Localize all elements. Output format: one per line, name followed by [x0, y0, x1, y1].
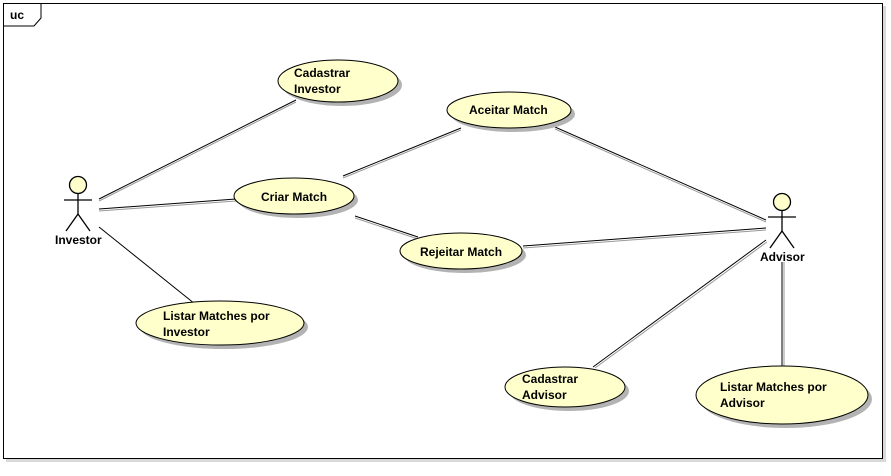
frame-shadow-right [883, 6, 886, 462]
usecase-criar-match[interactable]: Criar Match [233, 177, 358, 218]
assoc-criar-aceitar [342, 127, 462, 177]
actor-advisor-label: Advisor [760, 250, 805, 264]
usecase-label: Rejeitar Match [420, 245, 502, 259]
assoc-criar-rejeitar [354, 215, 419, 238]
associations [98, 99, 785, 369]
actor-investor[interactable] [64, 175, 92, 232]
assoc-investor-criar-match [98, 198, 237, 210]
assoc-aceitar-advisor [554, 126, 767, 221]
actor-advisor-head [772, 192, 792, 212]
frame-shadow-bottom [6, 459, 884, 462]
usecase-label-line1: Listar Matches por [720, 380, 827, 394]
usecase-cadastrar-investor[interactable]: Cadastrar Investor [277, 59, 402, 106]
usecase-label-line2: Investor [294, 82, 341, 96]
usecase-listar-matches-advisor[interactable]: Listar Matches por Advisor [695, 365, 872, 428]
usecase-label-line1: Cadastrar [294, 66, 350, 80]
usecase-rejeitar-match[interactable]: Rejeitar Match [399, 232, 526, 273]
frame-label: uc [10, 8, 24, 22]
actor-advisor[interactable] [768, 192, 796, 249]
frame-tab [3, 3, 42, 27]
usecase-label-line2: Advisor [720, 396, 765, 410]
usecase-label: Criar Match [261, 190, 327, 204]
usecase-aceitar-match[interactable]: Aceitar Match [446, 91, 575, 132]
usecase-label-line1: Cadastrar [522, 372, 578, 386]
usecase-listar-matches-investor[interactable]: Listar Matches por Investor [135, 300, 308, 349]
usecase-label-line1: Listar Matches por [163, 309, 270, 323]
usecase-label: Aceitar Match [469, 103, 548, 117]
assoc-investor-listar-matches [98, 226, 196, 305]
actor-investor-label: Investor [55, 233, 102, 247]
usecase-cadastrar-advisor[interactable]: Cadastrar Advisor [504, 366, 629, 411]
usecase-label-line2: Advisor [522, 388, 567, 402]
usecase-label-line2: Investor [163, 325, 210, 339]
actor-investor-head [68, 175, 88, 195]
assoc-investor-cadastrar-investor [98, 99, 297, 200]
assoc-cadastrar-advisor [592, 239, 767, 368]
assoc-rejeitar-advisor [522, 227, 767, 247]
